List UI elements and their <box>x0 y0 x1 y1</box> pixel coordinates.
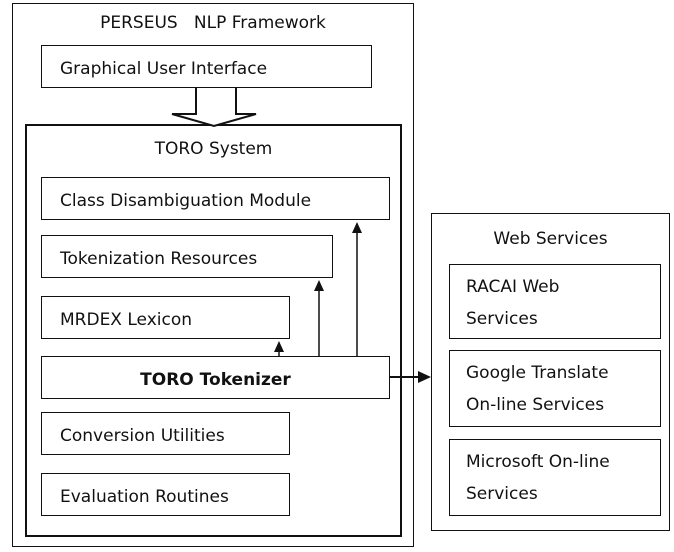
racai-line-1: RACAI Web <box>466 277 560 297</box>
evaluation-routines-label: Evaluation Routines <box>60 487 229 507</box>
conversion-utilities-label: Conversion Utilities <box>60 426 225 446</box>
tokenization-resources-box <box>41 235 333 278</box>
toro-system-title: TORO System <box>154 139 273 159</box>
google-line-2: On-line Services <box>466 395 605 415</box>
framework-title: PERSEUS NLP Framework <box>100 13 326 33</box>
web-services-arrowhead <box>418 371 431 383</box>
mrdex-lexicon-label: MRDEX Lexicon <box>60 310 192 330</box>
gui-label: Graphical User Interface <box>60 59 268 79</box>
class-disambiguation-label: Class Disambiguation Module <box>60 191 312 211</box>
google-translate-box <box>449 350 661 427</box>
class-disambiguation-arrowhead <box>352 222 362 233</box>
microsoft-services-box <box>449 439 661 516</box>
toro-tokenizer-label: TORO Tokenizer <box>140 370 291 390</box>
tokenization-resources-label: Tokenization Resources <box>60 249 258 269</box>
racai-web-services-box <box>449 264 661 339</box>
web-services-title: Web Services <box>493 229 608 249</box>
gui-box <box>41 45 372 88</box>
microsoft-line-2: Services <box>466 484 538 504</box>
microsoft-line-1: Microsoft On-line <box>466 452 610 472</box>
class-disambiguation-box <box>41 177 390 220</box>
mrdex-lexicon-box <box>41 296 290 339</box>
mrdex-lexicon-arrowhead <box>274 341 284 352</box>
google-line-1: Google Translate <box>466 363 609 383</box>
gui-to-system-arrow <box>171 88 257 128</box>
evaluation-routines-box <box>41 473 290 516</box>
conversion-utilities-box <box>41 412 290 455</box>
toro-tokenizer-box <box>41 356 390 399</box>
racai-line-2: Services <box>466 309 538 329</box>
tokenization-resources-arrowhead <box>314 280 324 291</box>
